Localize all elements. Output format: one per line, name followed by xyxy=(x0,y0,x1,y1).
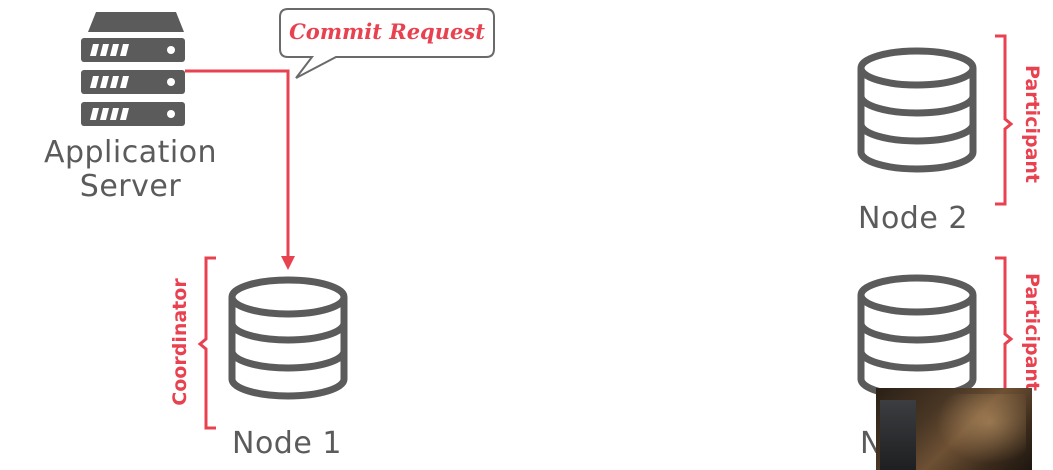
webcam-background-panel xyxy=(880,400,916,470)
coordinator-role-label: Coordinator xyxy=(169,278,191,406)
server-rack-icon xyxy=(81,12,185,126)
database-cylinder-icon xyxy=(228,276,348,400)
database-cylinder-icon xyxy=(857,47,977,173)
participant-role-label-node2: Participant xyxy=(1021,64,1043,184)
webcam-background-light xyxy=(936,394,1026,464)
participant-bracket xyxy=(995,256,1014,420)
coordinator-bracket xyxy=(197,256,216,430)
database-cylinder-icon xyxy=(857,274,977,400)
commit-request-arrow xyxy=(185,69,295,270)
commit-request-callout: Commit Request xyxy=(289,19,485,44)
node-1-label: Node 1 xyxy=(232,426,342,461)
webcam-overlay xyxy=(876,388,1032,470)
participant-bracket xyxy=(995,34,1014,206)
application-server-label-line2: Server xyxy=(79,169,182,204)
callout-bubble xyxy=(279,8,495,79)
application-server-label: Application Server xyxy=(18,136,243,204)
application-server-label-line1: Application xyxy=(43,135,218,170)
participant-role-label-node3: Participant xyxy=(1021,272,1043,392)
node-2-label: Node 2 xyxy=(858,201,968,236)
